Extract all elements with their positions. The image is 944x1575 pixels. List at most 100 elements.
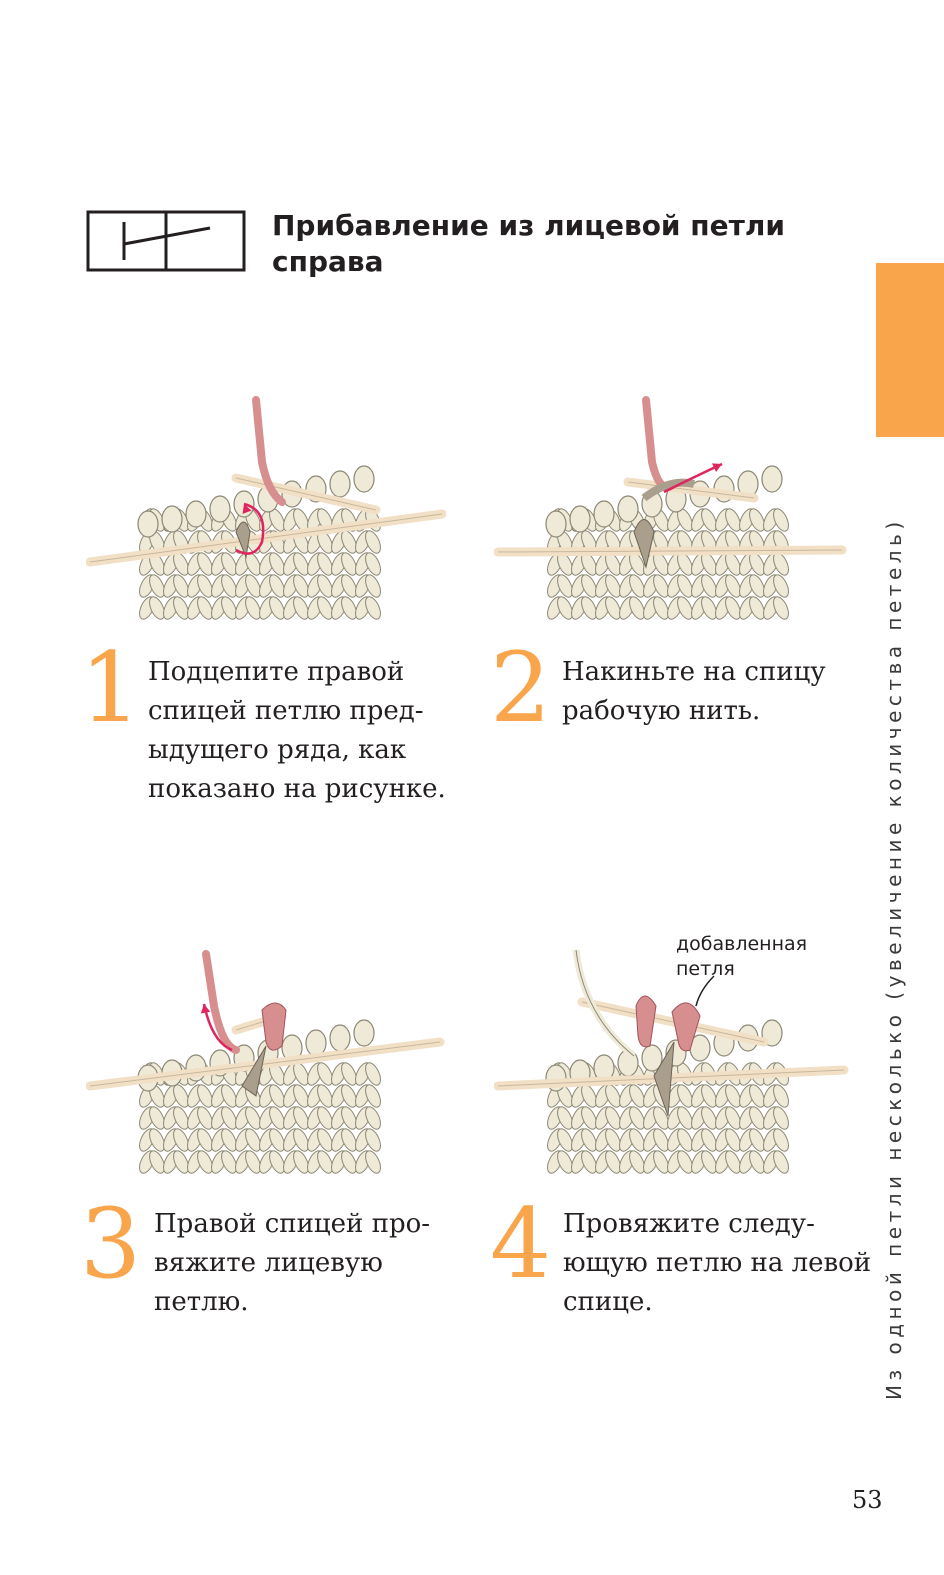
stitch-leg — [725, 1128, 741, 1152]
stitch-leg — [293, 1106, 309, 1130]
callout-leader — [695, 975, 715, 1007]
stitch-leg — [725, 1150, 741, 1174]
right-needle-edge — [627, 481, 755, 499]
stitch-leg — [677, 596, 693, 620]
stitch-leg — [317, 1062, 333, 1086]
stitch-leg — [629, 1150, 645, 1174]
stitch-leg — [629, 1084, 645, 1108]
stitch-leg — [197, 1084, 213, 1108]
stitch-leg — [653, 596, 669, 620]
stitch-leg — [365, 1150, 381, 1174]
stitch-leg — [677, 1150, 693, 1174]
picked-loop — [633, 519, 655, 569]
arrow-head — [200, 1004, 211, 1014]
stitch-leg — [725, 574, 741, 598]
stitch-leg — [269, 1084, 285, 1108]
stitch-leg — [269, 1106, 285, 1130]
stitch-leg — [365, 596, 381, 620]
stitch-leg — [629, 574, 645, 598]
page-number: 53 — [852, 1486, 883, 1514]
needle-loop — [209, 495, 231, 523]
picked-loop — [241, 1045, 267, 1097]
stitch-leg — [149, 1106, 165, 1130]
step-2-number: 2 — [490, 632, 552, 744]
stitch-leg — [221, 574, 237, 598]
stitch-leg — [725, 1106, 741, 1130]
step-4-number: 4 — [490, 1188, 552, 1300]
stitch-leg — [317, 1084, 333, 1108]
step-2-line: Накиньте на спицу — [562, 657, 826, 687]
stitch-leg — [773, 596, 789, 620]
stitch-leg — [677, 574, 693, 598]
stitch-leg — [197, 1150, 213, 1174]
stitch-leg — [581, 1150, 597, 1174]
stitch-leg — [293, 574, 309, 598]
stitch-leg — [773, 574, 789, 598]
stitch-leg — [749, 1106, 765, 1130]
arrow-icon — [235, 502, 265, 555]
stitch-leg — [197, 596, 213, 620]
new-loop — [635, 995, 657, 1048]
stitch-leg — [773, 1106, 789, 1130]
right-needle-edge — [235, 477, 377, 511]
stitch-leg — [701, 596, 717, 620]
stitch-leg — [365, 574, 381, 598]
stitch-leg — [365, 1106, 381, 1130]
knit-chart-symbol-icon — [86, 210, 246, 272]
stitch-leg — [293, 552, 309, 576]
stitch-leg — [197, 574, 213, 598]
step-1-illustration — [86, 396, 446, 620]
stitch-leg — [605, 1106, 621, 1130]
needle-loop — [161, 505, 183, 533]
stitch-leg — [221, 1106, 237, 1130]
chapter-caption: Из одной петли несколько (увеличение кол… — [882, 517, 906, 1400]
needle-loop — [761, 465, 783, 493]
title-line-1: Прибавление из лицевой петли — [272, 209, 785, 242]
left-needle-edge — [89, 1041, 441, 1087]
stitch-leg — [317, 552, 333, 576]
needle-loop — [353, 465, 375, 493]
stitch-leg — [581, 596, 597, 620]
stitch-leg — [605, 574, 621, 598]
stitch-leg — [701, 574, 717, 598]
stitch-leg — [701, 1084, 717, 1108]
needle-loop — [305, 1029, 327, 1057]
stitch-leg — [653, 1128, 669, 1152]
stitch-leg — [677, 1106, 693, 1130]
step-3-line: петлю. — [154, 1287, 249, 1317]
stitch-leg — [581, 574, 597, 598]
stitch-leg — [173, 596, 189, 620]
stitch-leg — [245, 596, 261, 620]
arrow-head — [712, 463, 722, 473]
stitch-leg — [653, 574, 669, 598]
needle-loop — [329, 470, 351, 498]
step-1-line: спицей петлю пред- — [148, 696, 424, 726]
stitch-leg — [221, 552, 237, 576]
stitch-leg — [341, 574, 357, 598]
stitch-leg — [701, 508, 717, 532]
stitch-leg — [773, 1084, 789, 1108]
yarn-strand-outline — [575, 949, 635, 1057]
section-title: Прибавление из лицевой петли справа — [272, 208, 832, 280]
step-2-line: рабочую нить. — [562, 696, 761, 726]
stitch-leg — [197, 1106, 213, 1130]
added-loop-callout: добавленная петля — [676, 932, 807, 982]
arrow-head — [242, 504, 252, 514]
stitch-leg — [557, 1106, 573, 1130]
wrap-yarn — [641, 478, 695, 502]
stitch-leg — [245, 1128, 261, 1152]
picked-loop — [235, 521, 251, 559]
stitch-leg — [197, 1128, 213, 1152]
stitch-leg — [245, 574, 261, 598]
stitch-leg — [365, 530, 381, 554]
stitch-leg — [221, 596, 237, 620]
stitch-leg — [605, 1128, 621, 1152]
stitch-leg — [221, 1150, 237, 1174]
stitch-leg — [269, 596, 285, 620]
step-2-illustration — [494, 396, 847, 620]
callout-line-1: добавленная — [676, 933, 808, 955]
working-thread — [642, 396, 678, 492]
needle-loop — [329, 1024, 351, 1052]
step-3-text: Правой спицей про- вяжите лицевую петлю. — [154, 1205, 430, 1322]
stitch-leg — [365, 1062, 381, 1086]
